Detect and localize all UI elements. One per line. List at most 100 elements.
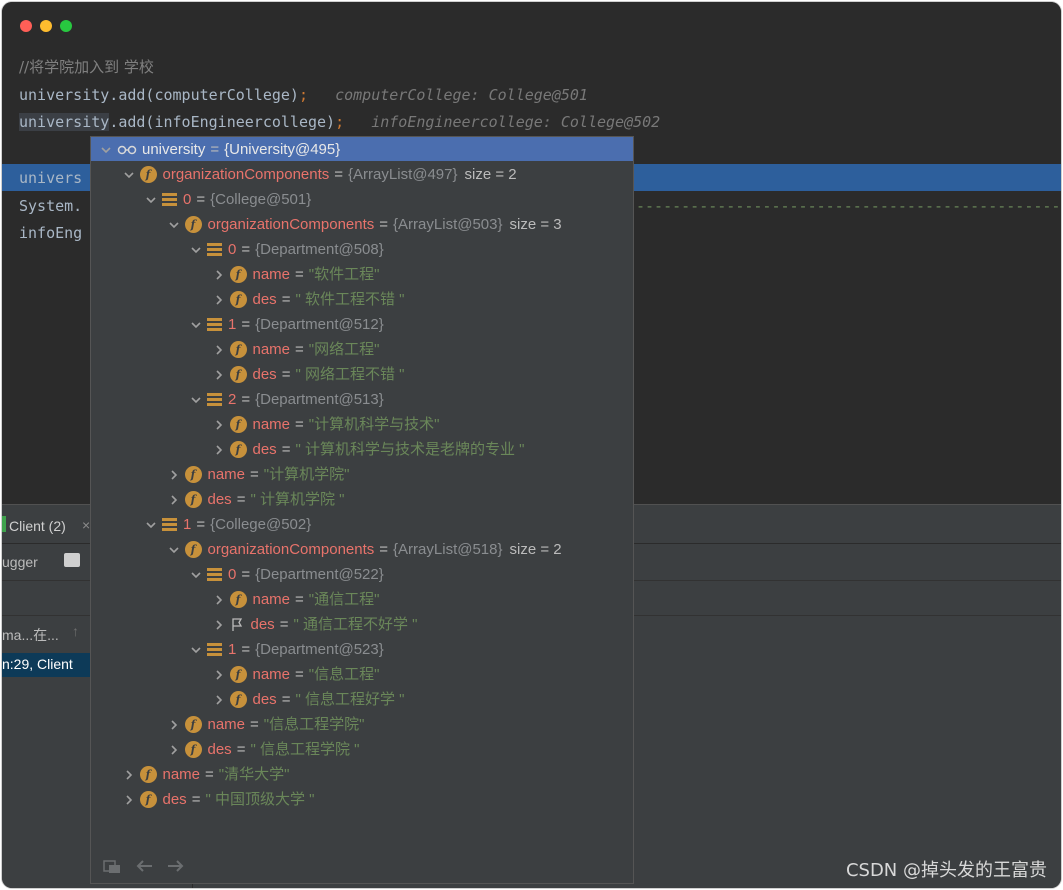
tree-row[interactable]: 0={College@501}: [140, 187, 311, 212]
var-name: organizationComponents: [207, 541, 375, 558]
chevron-right-icon[interactable]: [163, 737, 185, 762]
var-reference: {Department@513}: [255, 391, 384, 408]
var-reference: {ArrayList@503}: [393, 216, 503, 233]
minimize-window-button[interactable]: [40, 20, 52, 32]
var-name: des: [252, 366, 277, 383]
array-element-icon: [207, 643, 222, 656]
chevron-right-icon[interactable]: [208, 662, 230, 687]
chevron-right-icon[interactable]: [208, 437, 230, 462]
var-name: 1: [228, 316, 237, 333]
chevron-down-icon[interactable]: [185, 637, 207, 662]
chevron-right-icon[interactable]: [163, 487, 185, 512]
thread-selector[interactable]: ma...在...: [2, 627, 59, 643]
tree-row[interactable]: 0={Department@508}: [185, 237, 384, 262]
console-icon[interactable]: [64, 553, 80, 567]
zoom-window-button[interactable]: [60, 20, 72, 32]
chevron-down-icon[interactable]: [163, 537, 185, 562]
chevron-down-icon[interactable]: [118, 162, 140, 187]
selected-frame[interactable]: n:29, Client: [2, 653, 90, 677]
var-string-value: " 通信工程不好学 ": [293, 616, 418, 633]
code-line-add-computer-college: university.add(computerCollege); compute…: [19, 82, 588, 108]
code-string-tail: ----------------------------------------…: [636, 197, 1061, 215]
tree-row[interactable]: des=" 通信工程不好学 ": [208, 612, 418, 637]
tree-row[interactable]: 1={Department@523}: [185, 637, 384, 662]
tree-row[interactable]: 2={Department@513}: [185, 387, 384, 412]
chevron-down-icon[interactable]: [163, 212, 185, 237]
hovered-symbol[interactable]: university: [19, 113, 110, 131]
chevron-down-icon[interactable]: [140, 187, 162, 212]
var-string-value: " 信息工程好学 ": [295, 691, 405, 708]
close-window-button[interactable]: [20, 20, 32, 32]
var-string-value: " 网络工程不错 ": [295, 366, 405, 383]
arrow-up-icon[interactable]: ↑: [72, 623, 79, 639]
chevron-down-icon[interactable]: [185, 312, 207, 337]
back-arrow-icon[interactable]: [133, 855, 155, 877]
var-name: 2: [228, 391, 237, 408]
var-name: name: [252, 341, 291, 358]
chevron-right-icon[interactable]: [118, 787, 140, 812]
chevron-right-icon[interactable]: [208, 587, 230, 612]
chevron-right-icon[interactable]: [163, 462, 185, 487]
field-icon: f: [229, 441, 247, 458]
var-name: organizationComponents: [162, 166, 330, 183]
tab-debugger[interactable]: ugger: [2, 554, 38, 570]
field-icon: f: [229, 291, 247, 308]
var-name: des: [252, 691, 277, 708]
chevron-down-icon[interactable]: [185, 237, 207, 262]
chevron-down-icon[interactable]: [185, 387, 207, 412]
popup-root-row[interactable]: [91, 137, 633, 161]
chevron-right-icon[interactable]: [208, 287, 230, 312]
equals-sign: =: [295, 266, 304, 283]
equals-sign: =: [281, 366, 291, 383]
chevron-right-icon[interactable]: [208, 337, 230, 362]
tab-close-icon[interactable]: ×: [82, 517, 91, 533]
chevron-right-icon[interactable]: [208, 687, 230, 712]
chevron-down-icon[interactable]: [140, 512, 162, 537]
chevron-down-icon[interactable]: [95, 137, 117, 162]
tab-client[interactable]: Client (2): [9, 518, 66, 534]
equals-sign: =: [205, 766, 214, 783]
add-to-watches-icon[interactable]: [101, 855, 123, 877]
field-icon: f: [184, 466, 202, 483]
field-icon: f: [229, 691, 247, 708]
chevron-right-icon[interactable]: [208, 612, 230, 637]
chevron-right-icon[interactable]: [208, 412, 230, 437]
chevron-right-icon[interactable]: [208, 362, 230, 387]
var-name: 0: [228, 241, 237, 258]
var-string-value: " 软件工程不错 ": [295, 291, 405, 308]
chevron-right-icon[interactable]: [118, 762, 140, 787]
tree-row[interactable]: 1={College@502}: [140, 512, 311, 537]
chevron-right-icon[interactable]: [208, 262, 230, 287]
var-name: organizationComponents: [207, 216, 375, 233]
tree-row[interactable]: 1={Department@512}: [185, 312, 384, 337]
chevron-down-icon[interactable]: [185, 562, 207, 587]
tree-row[interactable]: 0={Department@522}: [185, 562, 384, 587]
equals-sign: =: [279, 616, 289, 633]
var-name: des: [207, 491, 232, 508]
chevron-right-icon[interactable]: [163, 712, 185, 737]
field-icon: f: [229, 666, 247, 683]
tree-row-root[interactable]: university={University@495}: [95, 137, 340, 162]
code-line-add-info-college: university.add(infoEngineercollege); inf…: [19, 109, 660, 135]
forward-arrow-icon[interactable]: [165, 855, 187, 877]
